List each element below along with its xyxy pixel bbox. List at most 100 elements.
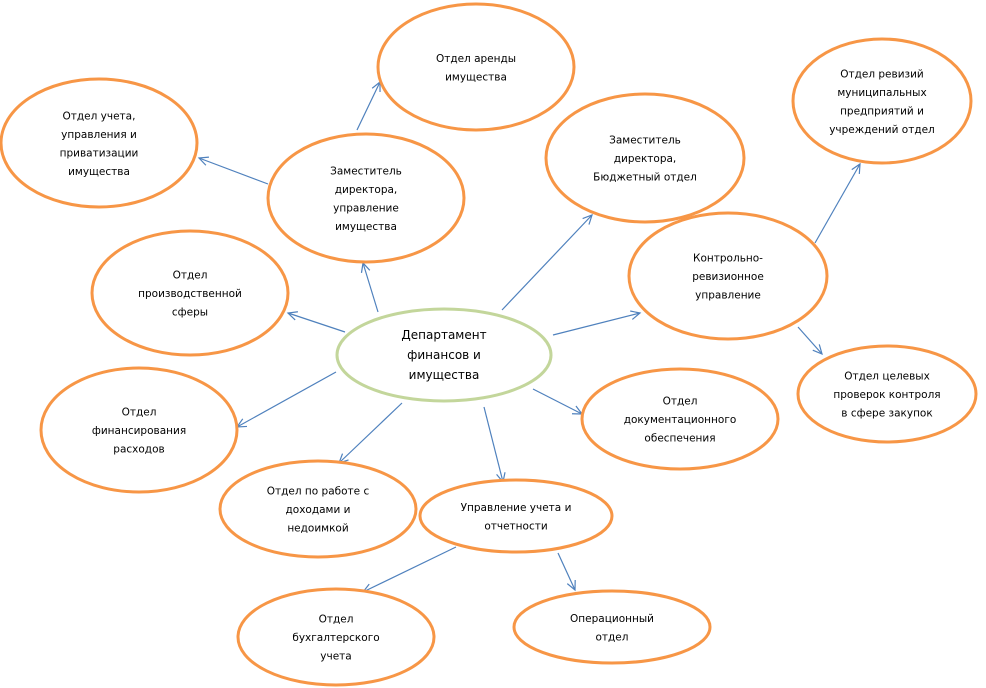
node-label-line: Отдел: [319, 614, 354, 626]
node-documentation: Отдел документационного обеспечения: [580, 367, 780, 471]
arrow-dept-to-reporting: [483, 406, 506, 484]
node-label-line: Отдел: [173, 270, 208, 282]
node-ellipse: [627, 211, 829, 341]
arrow-dept-to-deputy_property: [360, 261, 379, 313]
node-label-line: отдел: [596, 631, 629, 643]
arrow-line: [483, 406, 504, 483]
node-label-line: приватизации: [60, 147, 139, 159]
arrowhead-icon: [286, 311, 298, 321]
node-label-line: доходами и: [286, 504, 351, 516]
arrow-line: [797, 326, 823, 355]
arrow-dept-to-documentation: [532, 388, 584, 415]
node-bookkeeping: Отдел бухгалтерского учета: [236, 587, 436, 687]
node-label-line: имущества: [409, 368, 480, 382]
node-label-line: финансов и: [407, 348, 481, 362]
node-label-line: обеспечения: [644, 433, 715, 445]
node-label-line: Отдел по работе с: [267, 486, 370, 498]
arrow-line: [338, 402, 403, 464]
node-label-line: Заместитель: [609, 135, 681, 147]
node-label-line: финансирования: [92, 425, 186, 437]
arrow-dept-to-revenue: [338, 402, 403, 464]
arrow-deputy_property-to-accounting_privatization: [197, 156, 269, 185]
arrow-reporting-to-bookkeeping: [361, 546, 457, 593]
node-ellipse: [796, 344, 978, 444]
node-label-line: управление: [695, 290, 761, 302]
node-label-line: Отдел аренды: [436, 53, 516, 65]
node-control-audit: Контрольно-ревизионное управление: [627, 211, 829, 341]
node-ellipse: [791, 37, 973, 165]
node-deputy-property: Заместитель директора, управление имущества: [266, 132, 466, 264]
node-ellipse: [266, 132, 466, 264]
node-label-line: Заместитель: [330, 165, 402, 177]
node-ellipse: [512, 589, 712, 665]
node-label-line: бухгалтерского: [292, 632, 379, 644]
node-label-line: муниципальных: [837, 87, 926, 99]
node-label-line: проверок контроля: [833, 389, 940, 401]
node-operations: Операционный отдел: [512, 589, 712, 665]
node-label-line: учета: [320, 651, 351, 663]
node-label-line: Операционный: [570, 613, 654, 625]
node-label-line: ревизионное: [692, 271, 764, 283]
arrow-dept-to-deputy_budget: [501, 213, 593, 311]
arrow-control_audit-to-target_inspections: [797, 326, 823, 356]
arrow-line: [362, 546, 457, 593]
arrowhead-icon: [812, 344, 823, 356]
node-production: Отдел производственной сферы: [90, 229, 290, 357]
node-label-line: Отдел учета,: [63, 110, 136, 122]
node-label-line: документационного: [624, 414, 737, 426]
node-ellipse: [418, 478, 614, 554]
arrow-line: [501, 214, 593, 311]
node-label-line: Отдел: [663, 396, 698, 408]
node-ellipse: [218, 459, 418, 559]
arrow-line: [198, 157, 269, 185]
node-audit-municipal: Отдел ревизий муниципальных предприятий и у…: [791, 37, 973, 165]
node-label-line: расходов: [113, 444, 164, 456]
node-label-line: имущества: [68, 166, 130, 178]
arrowhead-icon: [851, 162, 861, 175]
node-ellipse: [39, 366, 239, 494]
arrow-line: [557, 552, 576, 591]
node-label-line: имущества: [445, 71, 507, 83]
arrow-dept-to-production: [286, 311, 346, 333]
node-accounting-privatization: Отдел учета, управления и приватизации имущ…: [0, 77, 199, 209]
arrow-line: [814, 163, 861, 244]
node-label-line: предприятий и: [840, 105, 924, 117]
node-revenue: Отдел по работе с доходами и недоимкой: [218, 459, 418, 559]
node-label-line: директора,: [335, 184, 398, 196]
arrow-deputy_property-to-rent: [356, 80, 381, 131]
arrowhead-icon: [630, 310, 642, 320]
node-ellipse: [236, 587, 436, 687]
node-label-line: учреждений отдел: [829, 124, 935, 136]
node-rent: Отдел аренды имущества: [376, 2, 576, 132]
node-label-line: сферы: [172, 307, 208, 319]
node-label-line: имущества: [335, 221, 397, 233]
node-dept: Департамент финансов и имущества: [335, 307, 553, 403]
arrow-line: [236, 371, 337, 428]
node-label-line: производственной: [138, 288, 242, 300]
node-ellipse: [90, 229, 290, 357]
arrow-line: [356, 81, 381, 131]
arrow-line: [287, 312, 346, 333]
node-label-line: управления и: [61, 129, 137, 141]
edges-layer: [197, 80, 861, 593]
node-label-line: Департамент: [401, 328, 486, 342]
node-ellipse: [544, 92, 746, 224]
node-reporting: Управление учета и отчетности: [418, 478, 614, 554]
node-label-line: Отдел ревизий: [840, 68, 924, 80]
node-label-line: в сфере закупок: [841, 408, 932, 420]
arrowhead-icon: [197, 156, 210, 166]
arrow-dept-to-control_audit: [552, 310, 642, 336]
node-label-line: недоимкой: [287, 523, 348, 535]
node-label-line: Контрольно-: [693, 253, 763, 265]
node-label-line: управление: [333, 202, 399, 214]
arrow-dept-to-financing: [235, 371, 337, 428]
node-ellipse: [335, 307, 553, 403]
node-label-line: Управление учета и: [461, 502, 572, 514]
node-ellipse: [376, 2, 576, 132]
arrow-line: [532, 388, 583, 415]
node-label-line: отчетности: [484, 520, 547, 532]
